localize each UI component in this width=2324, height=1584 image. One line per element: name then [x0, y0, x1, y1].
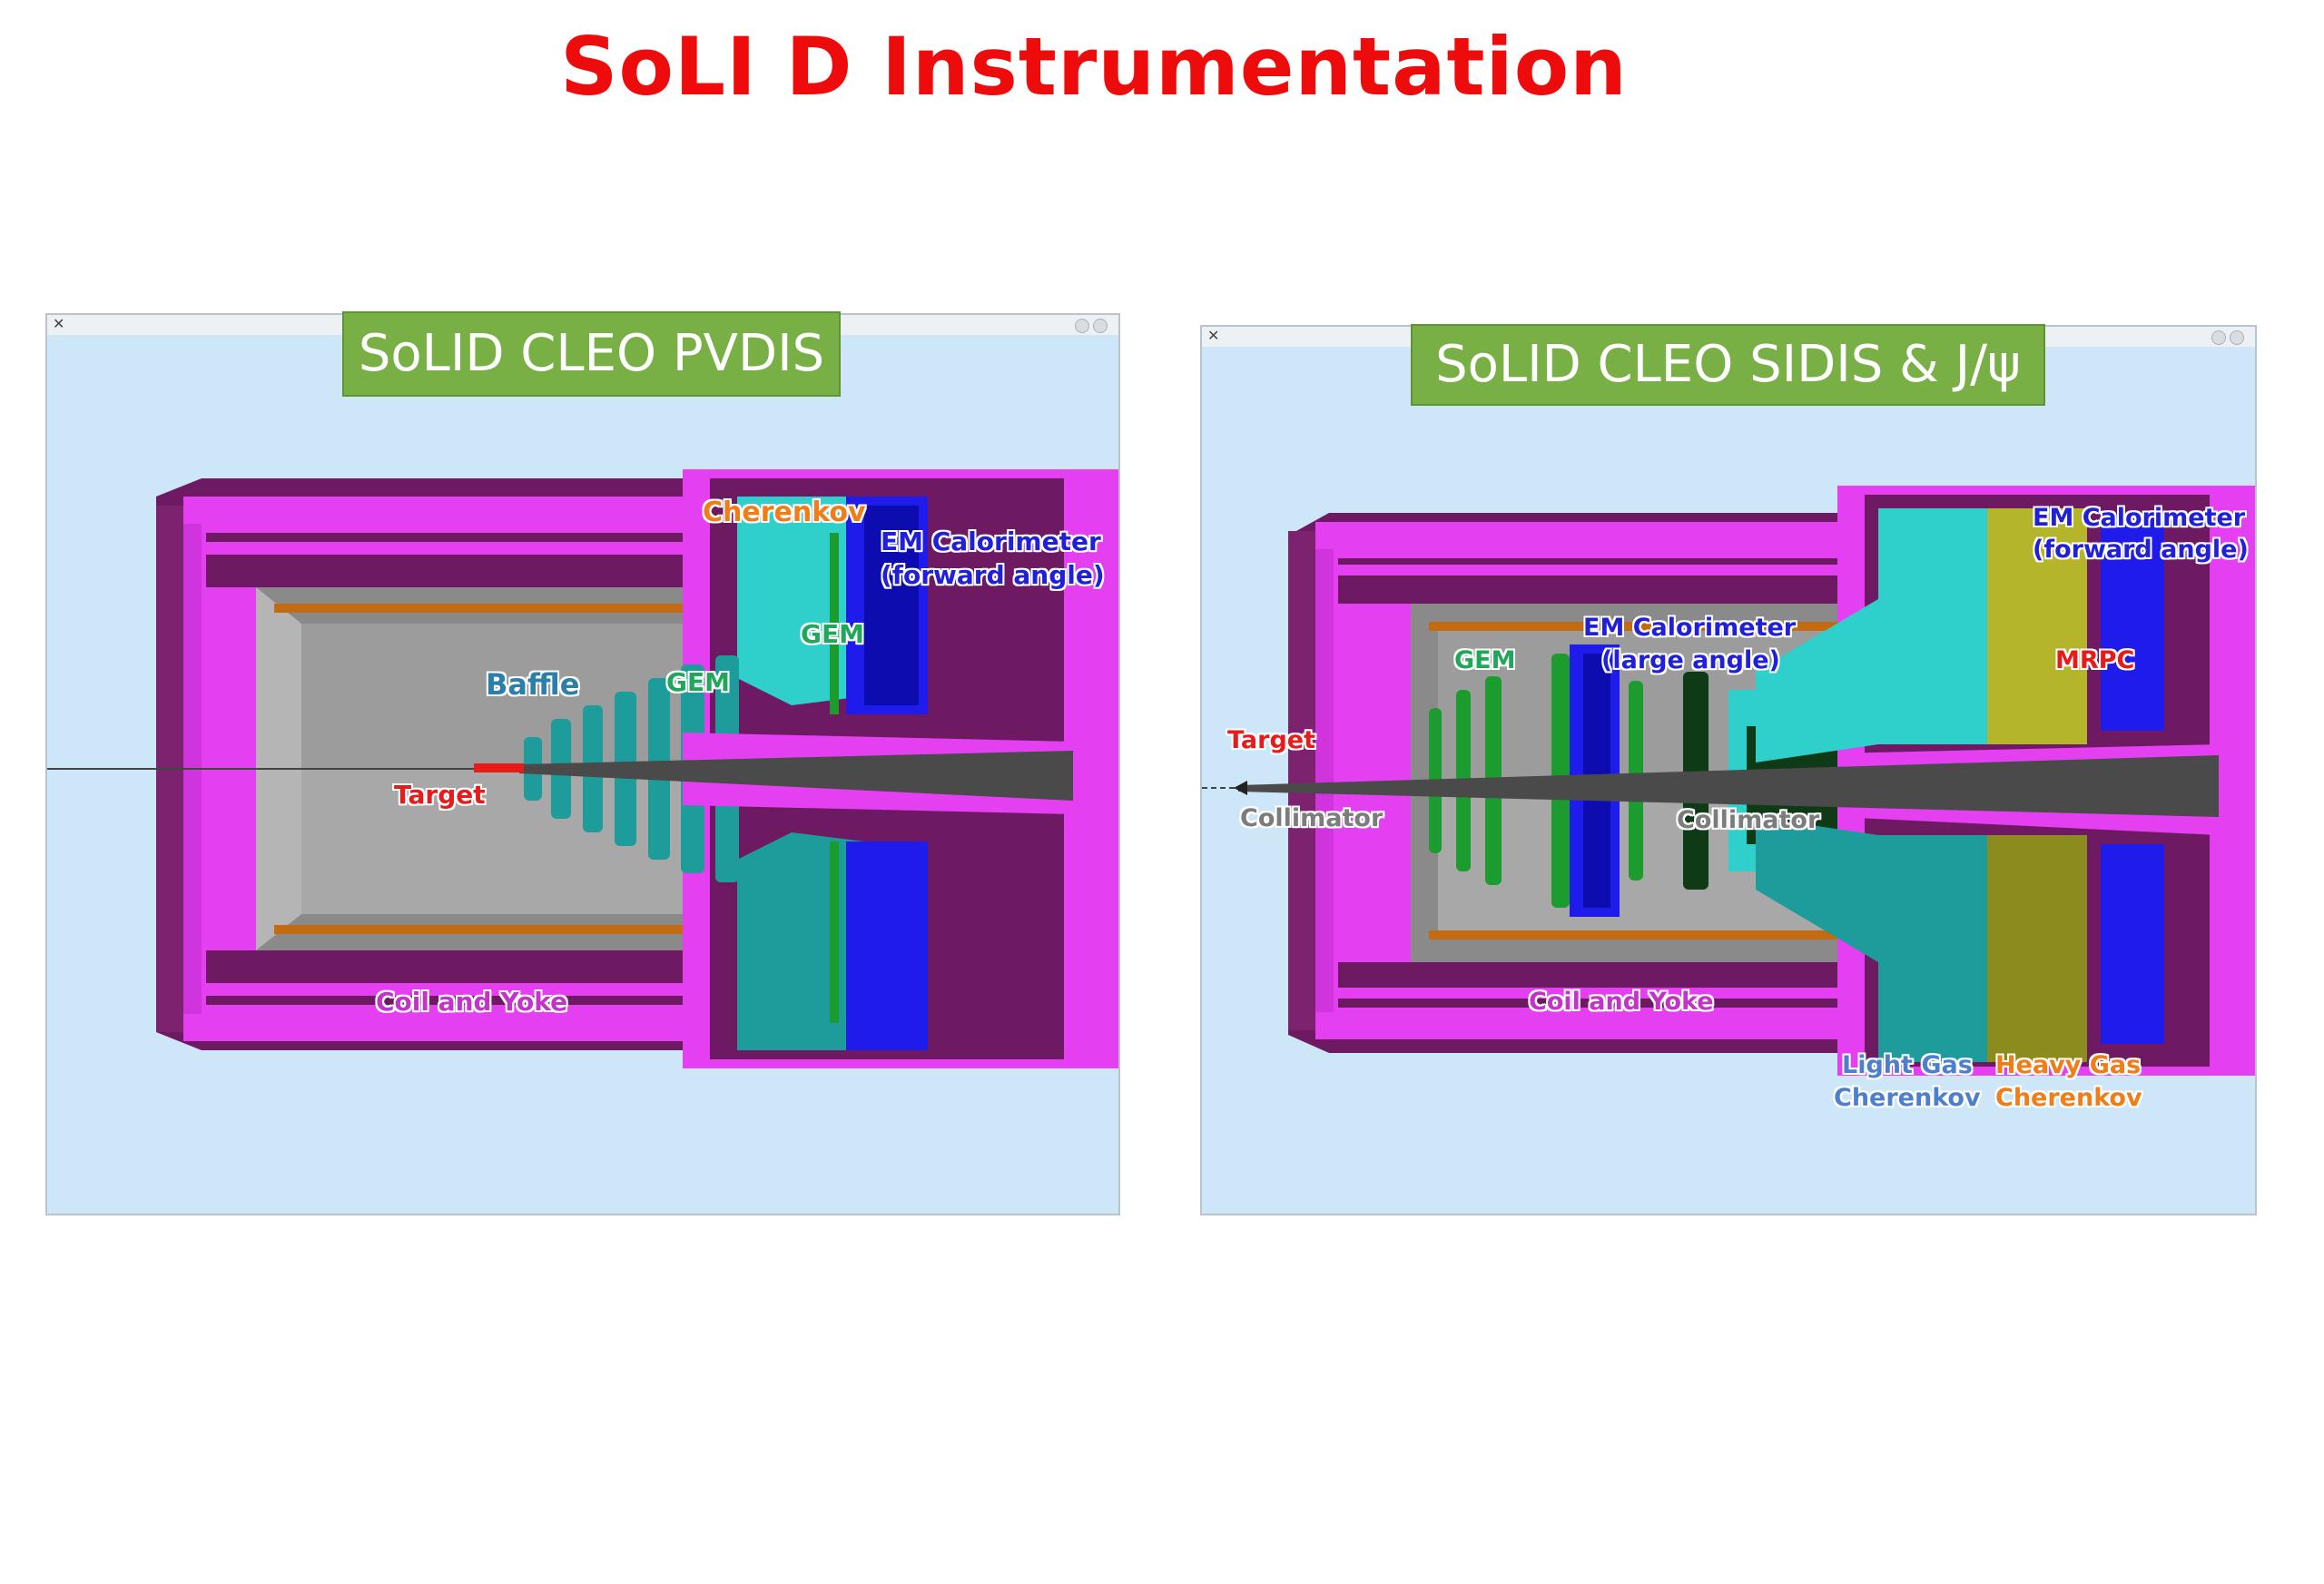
collimator-label-right: Collimator [1677, 806, 1820, 834]
coil-yoke-label: Coil and Yoke [1529, 988, 1714, 1016]
maximize-icon[interactable] [1093, 319, 1108, 333]
sidis-banner: SoLID CLEO SIDIS & J/ψ [1411, 324, 2045, 406]
light-gas-cherenkov-label-line1: Light Gas [1842, 1051, 1973, 1079]
em-calorimeter-large-label-line2: (large angle) [1601, 646, 1780, 674]
minimize-icon[interactable] [1075, 319, 1089, 333]
pvdis-detector-diagram [47, 315, 1118, 1214]
heavy-gas-cherenkov-label-line2: Cherenkov [1995, 1084, 2142, 1112]
maximize-icon[interactable] [2230, 330, 2244, 345]
sidis-detector-diagram [1202, 327, 2255, 1214]
target-label: Target [1227, 726, 1316, 754]
minimize-icon[interactable] [2211, 330, 2226, 345]
pvdis-banner: SoLID CLEO PVDIS [342, 311, 841, 397]
collimator-label-left: Collimator [1240, 804, 1384, 832]
em-calorimeter-label-line1: EM Calorimeter [881, 526, 1101, 556]
light-gas-cherenkov-label-line2: Cherenkov [1834, 1084, 1981, 1112]
em-calorimeter-label-line2: (forward angle) [881, 560, 1105, 590]
em-calorimeter-forward-label-line2: (forward angle) [2033, 536, 2249, 564]
close-icon[interactable]: ✕ [53, 315, 65, 332]
cherenkov-label: Cherenkov [703, 497, 866, 528]
close-icon[interactable]: ✕ [1207, 327, 1220, 344]
em-calorimeter-forward-label-line1: EM Calorimeter [2033, 504, 2246, 532]
slide-title: SoLI D Instrumentation [560, 20, 1628, 113]
gem-label-upper: GEM [801, 619, 864, 649]
coil-yoke-label: Coil and Yoke [376, 987, 568, 1017]
pvdis-panel: ✕ SoLID CLEO PVDIS Cherenkov EM Calorime… [45, 311, 1120, 1215]
baffle-label: Baffle [486, 667, 580, 702]
sidis-panel: ✕ SoLID CLEO SIDIS & J/ψ EM Calorimeter … [1200, 324, 2257, 1215]
mrpc-label: MRPC [2055, 646, 2135, 674]
em-calorimeter-large-label-line1: EM Calorimeter [1583, 614, 1797, 642]
heavy-gas-cherenkov-label-line1: Heavy Gas [1995, 1051, 2142, 1079]
gem-label-lower: GEM [666, 667, 730, 697]
gem-label: GEM [1454, 646, 1516, 674]
target-label: Target [394, 780, 486, 810]
